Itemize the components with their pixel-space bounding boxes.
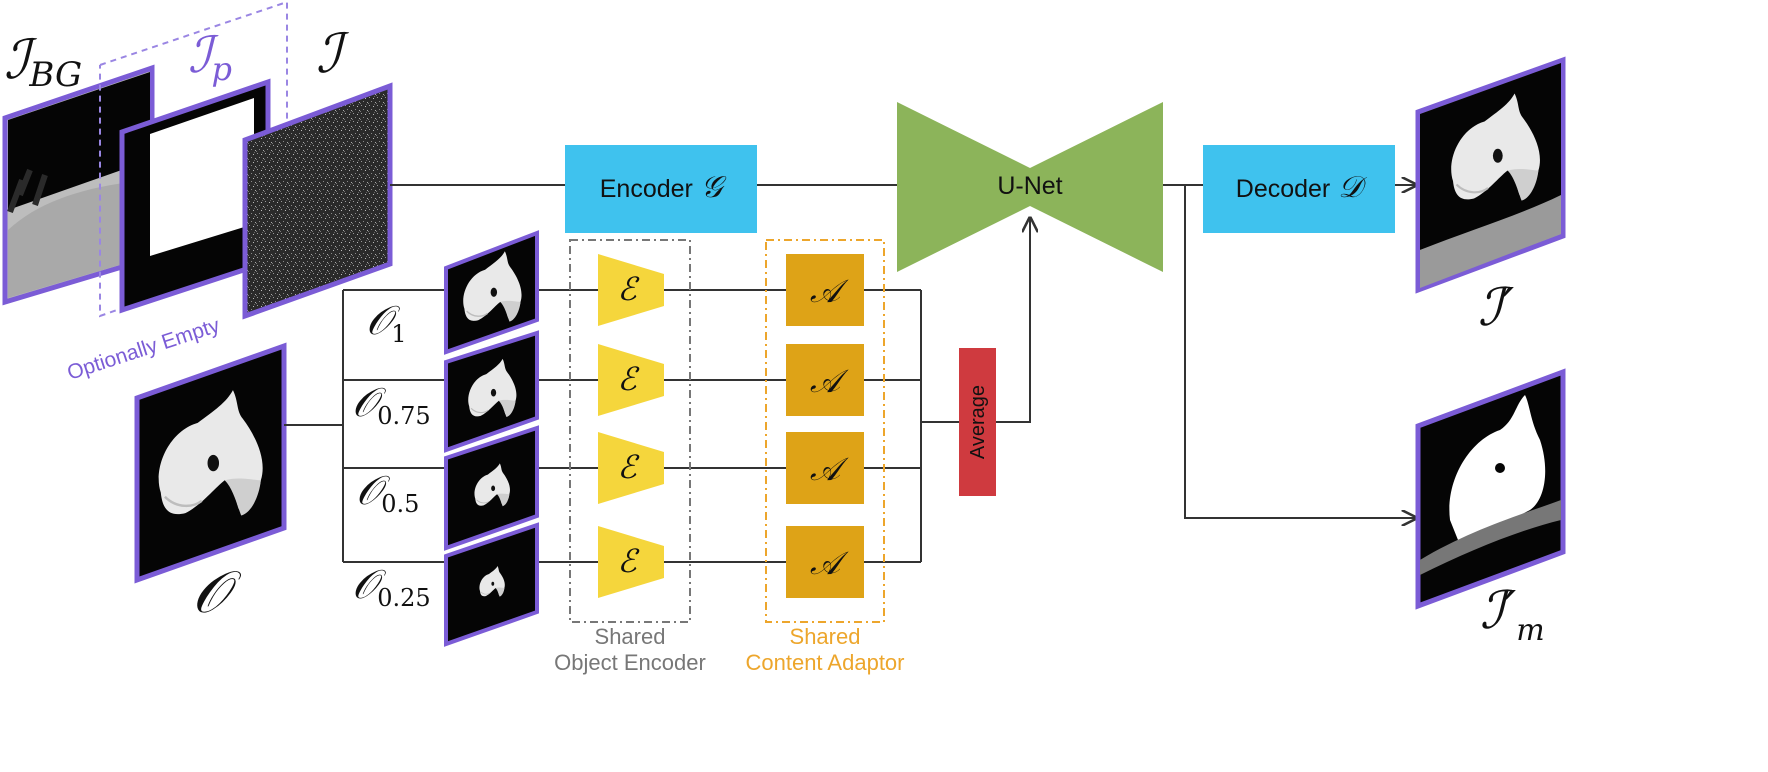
svg-text:ℰ: ℰ	[617, 448, 640, 486]
label-object-075: 𝒪0.75	[352, 380, 431, 430]
connection-lines	[284, 185, 1416, 563]
object-encoder-4: ℰ	[598, 526, 664, 598]
object-encoder-2: ℰ	[598, 344, 664, 416]
noise-image-frame	[242, 82, 393, 320]
label-output-image: ℐ′	[1478, 278, 1514, 338]
svg-text:ℰ: ℰ	[617, 542, 640, 580]
label-shared-content-adaptor-2: Content Adaptor	[745, 650, 904, 675]
shared-content-adaptor-box	[765, 239, 885, 623]
label-shared-object-encoder-1: Shared	[595, 624, 666, 649]
svg-text:ℰ: ℰ	[617, 360, 640, 398]
svg-text:Average: Average	[967, 385, 989, 459]
label-shared-content-adaptor-1: Shared	[790, 624, 861, 649]
label-shared-object-encoder-2: Object Encoder	[554, 650, 706, 675]
content-adaptor-3: 𝒜	[786, 432, 864, 504]
object-thumbnail-1	[444, 230, 539, 355]
label-output-mask: ℐ′m	[1480, 581, 1545, 648]
object-image-frame	[134, 342, 287, 584]
content-adaptor-2: 𝒜	[786, 344, 864, 416]
content-adaptor-1: 𝒜	[786, 254, 864, 326]
content-adaptor-4: 𝒜	[786, 526, 864, 598]
output-mask-frame	[1415, 368, 1566, 610]
object-thumbnail-075	[444, 330, 539, 453]
label-mask-image: ℐp	[188, 26, 232, 88]
object-encoder-1: ℰ	[598, 254, 664, 326]
svg-text:ℰ: ℰ	[617, 270, 640, 308]
shared-object-encoder-box	[569, 239, 691, 623]
object-thumbnail-05	[444, 425, 539, 551]
object-encoder-3: ℰ	[598, 432, 664, 504]
svg-text:U-Net: U-Net	[997, 172, 1062, 200]
output-image-frame	[1415, 56, 1566, 294]
label-object-025: 𝒪0.25	[352, 562, 431, 612]
mask-image-frame	[119, 78, 271, 314]
label-object-1: 𝒪1	[366, 298, 406, 348]
label-background-image: ℐBG	[4, 28, 82, 95]
object-thumbnail-025	[444, 522, 539, 647]
background-image-frame	[2, 64, 155, 306]
average-block: Average	[959, 348, 996, 496]
label-object: 𝒪	[192, 558, 242, 626]
unet-block: U-Net	[897, 102, 1163, 272]
label-object-05: 𝒪0.5	[356, 468, 419, 518]
label-noise-image: ℐ	[316, 22, 350, 85]
